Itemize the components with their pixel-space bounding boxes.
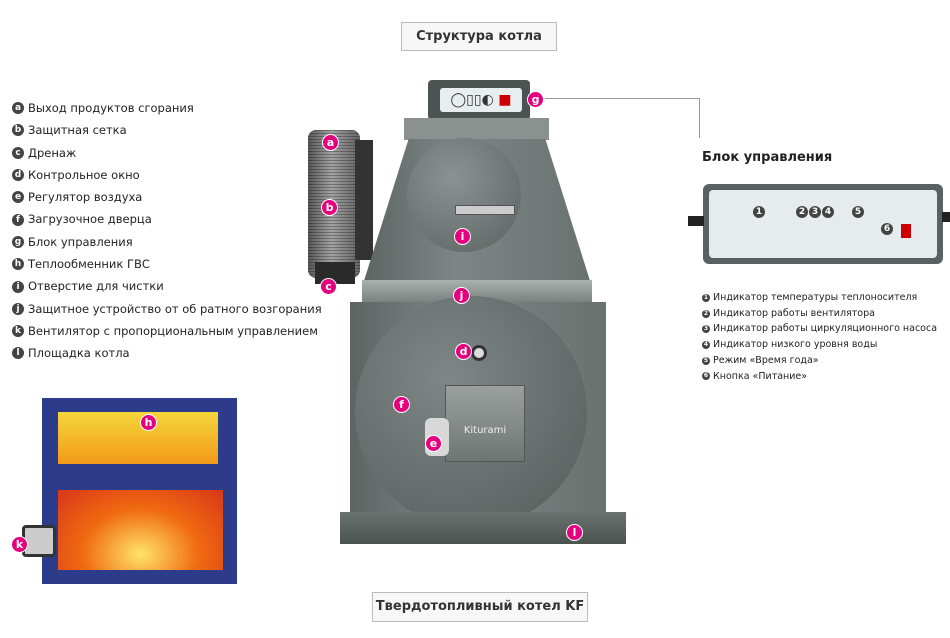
callout-b: b <box>321 199 338 216</box>
marker-icon: k <box>12 325 24 338</box>
marker-icon: b <box>12 124 24 137</box>
legend-label: Выход продуктов сгорания <box>28 101 194 115</box>
control-marker-icon: 5 <box>852 206 864 218</box>
legend-item: h Теплообменник ГВС <box>12 253 322 275</box>
legend-label: Дренаж <box>28 145 77 160</box>
control-legend-label: Индикатор работы циркуляционного насоса <box>713 323 938 335</box>
legend-item: b Защитная сетка <box>12 119 322 141</box>
legend-label: Контрольное окно <box>28 167 140 182</box>
marker-icon: a <box>12 102 24 115</box>
control-legend-label: Индикатор температуры теплоносителя <box>713 292 918 303</box>
cutaway-fan <box>22 525 56 557</box>
legend-item: a Выход продуктов сгорания <box>12 97 322 119</box>
legend-item: c Дренаж <box>12 142 322 164</box>
legend-label: Площадка котла <box>28 346 130 361</box>
legend-label: Вентилятор с пропорциональным управление… <box>28 323 318 338</box>
callout-e: e <box>425 435 442 452</box>
cable <box>942 212 950 222</box>
marker-icon: 4 <box>702 340 710 349</box>
legend-item: d Контрольное окно <box>12 164 322 186</box>
callout-g: g <box>527 91 544 108</box>
legend-label: Теплообменник ГВС <box>28 257 150 272</box>
callout-k: k <box>11 536 28 553</box>
cutaway-hot-water <box>58 412 218 464</box>
brand-logo: Kiturami <box>463 425 507 436</box>
cleaning-door-handle <box>455 205 515 215</box>
fan-housing <box>445 385 525 462</box>
control-marker-icon: 6 <box>881 223 893 235</box>
marker-icon: d <box>12 169 24 182</box>
sight-window <box>471 345 487 361</box>
callout-i: i <box>454 228 471 245</box>
control-box-face: ◯▯▯◐ ■ <box>440 88 522 112</box>
legend-item: e Регулятор воздуха <box>12 186 322 208</box>
control-marker-icon: 3 <box>809 206 821 218</box>
marker-icon: c <box>12 146 24 159</box>
cable <box>688 216 704 226</box>
marker-icon: 3 <box>702 325 710 334</box>
control-marker-icon: 2 <box>796 206 808 218</box>
leader-line <box>545 98 700 138</box>
control-legend-label: Кнопка «Питание» <box>713 370 808 382</box>
callout-h: h <box>140 414 157 431</box>
callout-a: a <box>322 134 339 151</box>
shelf <box>362 280 592 302</box>
legend-label: Регулятор воздуха <box>28 190 143 205</box>
control-marker-icon: 4 <box>822 206 834 218</box>
marker-icon: 5 <box>702 356 710 365</box>
control-legend-label: Режим «Время года» <box>713 354 819 366</box>
diagram-subtitle: Твердотопливный котел KF <box>372 592 588 622</box>
marker-icon: e <box>12 191 24 204</box>
control-legend-label: Индикатор низкого уровня воды <box>713 339 878 351</box>
legend-label: Защитное устройство от об ратного возгор… <box>28 301 322 316</box>
cutaway-firebox <box>58 490 223 570</box>
callout-d: d <box>455 343 472 360</box>
legend-label: Защитная сетка <box>28 123 127 138</box>
legend-label: Отверстие для чистки <box>28 279 164 294</box>
legend-item: j Защитное устройство от об ратного возго… <box>12 298 322 320</box>
legend-item: i Отверстие для чистки <box>12 275 322 297</box>
marker-icon: g <box>12 235 24 248</box>
marker-icon: l <box>12 347 24 360</box>
marker-icon: f <box>12 213 24 226</box>
legend-item: g Блок управления <box>12 231 322 253</box>
legend-label: Загрузочное дверца <box>28 212 152 227</box>
control-marker-icon: 1 <box>753 206 765 218</box>
callout-c: c <box>320 278 337 295</box>
marker-icon: h <box>12 258 24 271</box>
control-legend-label: Индикатор работы вентилятора <box>713 307 875 319</box>
legend-label: Блок управления <box>28 234 133 249</box>
marker-icon: j <box>12 302 24 315</box>
power-button <box>901 224 911 238</box>
legend-item: k Вентилятор с пропорциональным управлени… <box>12 320 322 342</box>
marker-icon: 1 <box>702 293 710 302</box>
parts-legend: a Выход продуктов сгорания b Защитная сетка… <box>12 97 322 365</box>
chimney-back <box>355 140 373 260</box>
control-unit-title: Блок управления <box>702 150 833 165</box>
boiler-lid <box>404 118 549 140</box>
legend-item: f Загрузочное дверца <box>12 208 322 230</box>
boiler-base <box>340 512 626 544</box>
marker-icon: i <box>12 280 24 293</box>
diagram-title: Структура котла <box>401 22 557 51</box>
marker-icon: 6 <box>702 372 710 381</box>
callout-l: l <box>566 524 583 541</box>
callout-f: f <box>393 396 410 413</box>
marker-icon: 2 <box>702 309 710 318</box>
callout-j: j <box>453 287 470 304</box>
legend-item: l Площадка котла <box>12 342 322 364</box>
